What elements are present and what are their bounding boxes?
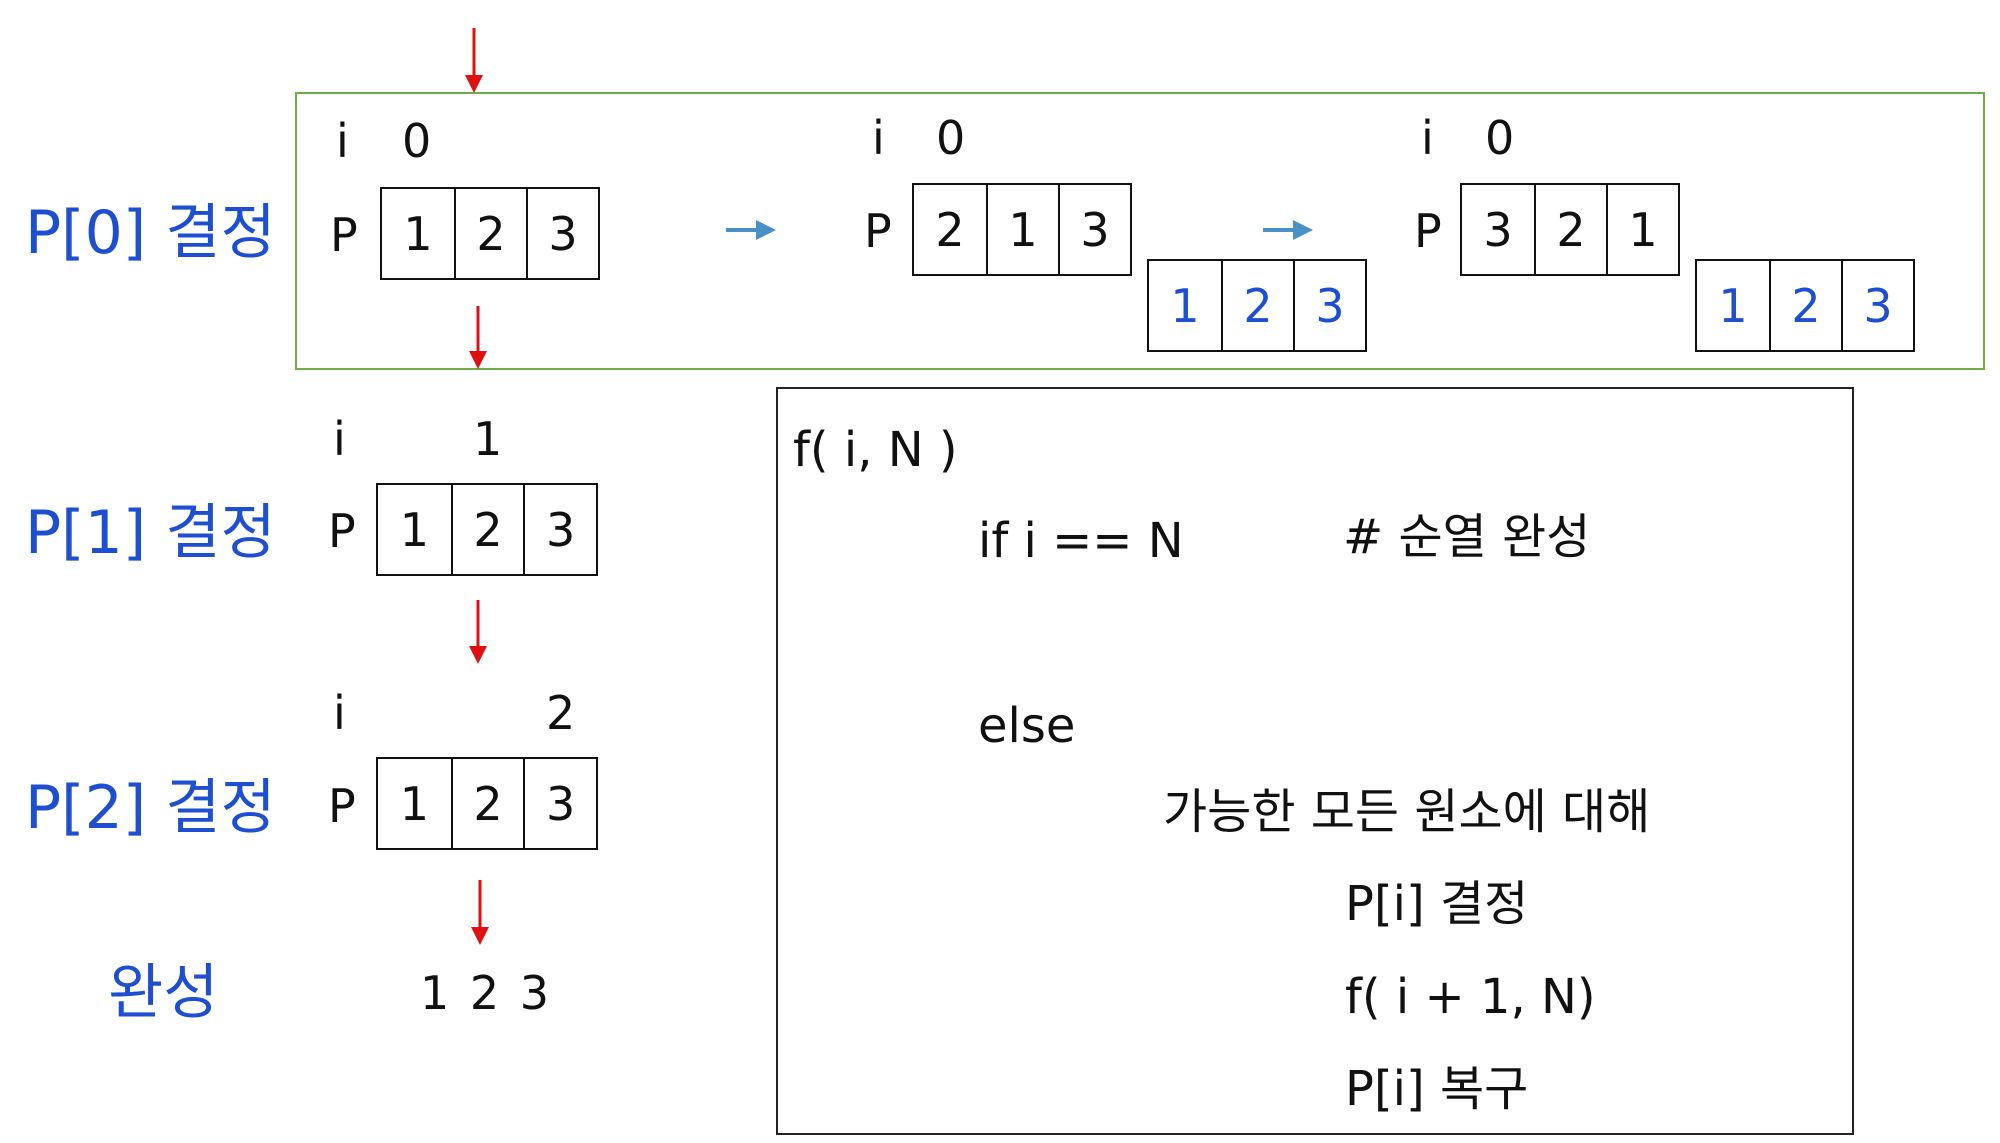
array-cell: 2 bbox=[450, 759, 524, 848]
p-label: P bbox=[864, 204, 892, 258]
row-label-p2: P[2] 결정 bbox=[25, 773, 276, 843]
pseudocode-box bbox=[776, 387, 1854, 1135]
permutation-array: 2 1 3 bbox=[912, 183, 1132, 276]
array-cell: 1 bbox=[1170, 278, 1200, 333]
code-signature: f( i, N ) bbox=[793, 422, 958, 478]
permutation-array: 3 2 1 bbox=[1460, 183, 1680, 276]
i-label: i bbox=[872, 111, 885, 165]
row-label-p0: P[0] 결정 bbox=[25, 198, 276, 268]
code-decide-line: P[i] 결정 bbox=[1345, 876, 1529, 932]
i-value: 0 bbox=[402, 114, 432, 168]
array-cell: 1 bbox=[1606, 185, 1678, 274]
row-label-complete: 완성 bbox=[108, 958, 219, 1028]
p-label: P bbox=[328, 504, 356, 558]
array-cell: 3 bbox=[1058, 185, 1130, 274]
restored-array: 1 2 3 bbox=[1695, 259, 1915, 352]
array-cell: 3 bbox=[1293, 261, 1365, 350]
p-label: P bbox=[328, 779, 356, 833]
array-cell: 3 bbox=[526, 189, 598, 278]
array-cell: 1 bbox=[399, 502, 429, 557]
array-cell: 3 bbox=[523, 759, 596, 848]
array-cell: 1 bbox=[1718, 278, 1748, 333]
i-label: i bbox=[333, 412, 346, 466]
code-else-line: else bbox=[978, 698, 1076, 754]
array-cell: 2 bbox=[935, 202, 965, 257]
permutation-array: 1 2 3 bbox=[380, 187, 600, 280]
p-label: P bbox=[330, 208, 358, 262]
permutation-array: 1 2 3 bbox=[376, 483, 598, 576]
code-if-comment: # 순열 완성 bbox=[1343, 509, 1591, 565]
permutation-array: 1 2 3 bbox=[376, 757, 598, 850]
i-value: 0 bbox=[1485, 111, 1515, 165]
array-cell: 1 bbox=[399, 776, 429, 831]
i-value: 2 bbox=[546, 686, 576, 740]
array-cell: 3 bbox=[1841, 261, 1913, 350]
row-label-p1: P[1] 결정 bbox=[25, 498, 276, 568]
array-cell: 2 bbox=[1768, 261, 1841, 350]
i-value: 0 bbox=[936, 111, 966, 165]
result-permutation: 1 2 3 bbox=[420, 966, 550, 1020]
code-loop-line: 가능한 모든 원소에 대해 bbox=[1163, 784, 1651, 840]
code-restore-line: P[i] 복구 bbox=[1345, 1061, 1529, 1117]
array-cell: 2 bbox=[450, 485, 524, 574]
array-cell: 1 bbox=[985, 185, 1058, 274]
code-if-line: if i == N bbox=[978, 513, 1184, 569]
i-value: 1 bbox=[473, 412, 503, 466]
code-recurse-line: f( i + 1, N) bbox=[1345, 969, 1596, 1025]
step0-frame bbox=[295, 92, 1985, 370]
restored-array: 1 2 3 bbox=[1147, 259, 1367, 352]
array-cell: 2 bbox=[453, 189, 526, 278]
i-label: i bbox=[1421, 111, 1434, 165]
array-cell: 2 bbox=[1220, 261, 1293, 350]
array-cell: 1 bbox=[403, 206, 433, 261]
i-label: i bbox=[336, 114, 349, 168]
p-label: P bbox=[1414, 204, 1442, 258]
i-label: i bbox=[333, 686, 346, 740]
array-cell: 3 bbox=[1483, 202, 1513, 257]
array-cell: 2 bbox=[1533, 185, 1606, 274]
array-cell: 3 bbox=[523, 485, 596, 574]
